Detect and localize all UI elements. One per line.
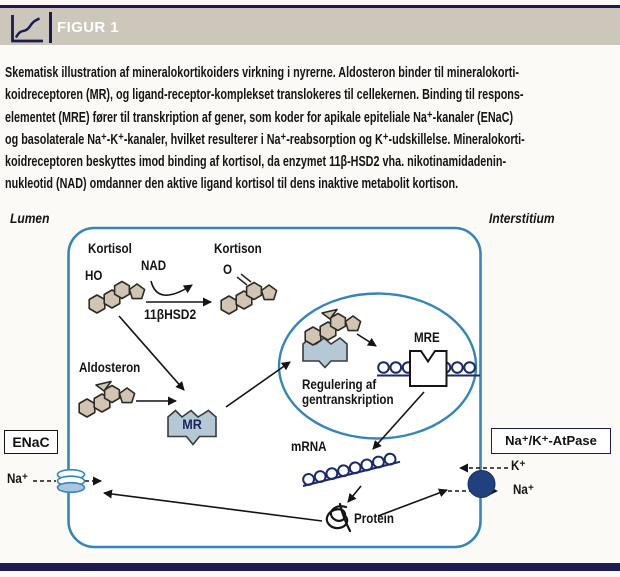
atpase-box: Na⁺/K⁺-AtPase bbox=[491, 428, 611, 454]
k-interstitium-label: K⁺ bbox=[511, 458, 526, 473]
caption-line: Skematisk illustration af mineralokortik… bbox=[5, 64, 519, 81]
mr-receptor-shape bbox=[167, 409, 217, 446]
mrna-strand bbox=[302, 452, 401, 487]
mre-box bbox=[409, 350, 448, 387]
line-chart-icon bbox=[11, 15, 43, 43]
lumen-label: Lumen bbox=[10, 210, 50, 226]
caption-line: koidreceptoren beskyttes imod binding af… bbox=[5, 153, 507, 171]
caption-line: og basolaterale Na⁺-K⁺-kanaler, hvilket … bbox=[5, 130, 525, 148]
kortison-molecule bbox=[220, 273, 278, 315]
header-top-rule bbox=[0, 5, 620, 8]
ho-label: HO bbox=[85, 268, 103, 283]
enac-channel-icon bbox=[56, 468, 86, 494]
mre-label: MRE bbox=[414, 330, 440, 345]
gene-transcription-label-line2: gentranskription bbox=[302, 392, 394, 407]
kortisol-label: Kortisol bbox=[88, 241, 132, 256]
arrow-mre-to-mrna bbox=[372, 391, 425, 450]
nad-label: NAD bbox=[141, 258, 167, 273]
footer-rule bbox=[0, 563, 620, 571]
figure-caption: Skematisk illustration af mineralokortik… bbox=[5, 62, 620, 196]
kortison-label: Kortison bbox=[214, 241, 262, 256]
enzyme-11bhsd2-label: 11βHSD2 bbox=[144, 306, 197, 322]
caption-line: elementet (MRE) fører til transkription … bbox=[5, 108, 514, 126]
caption-line: nukleotid (NAD) omdanner den aktive liga… bbox=[5, 175, 459, 193]
aldosteron-label: Aldosteron bbox=[79, 360, 141, 375]
mr-label: MR bbox=[182, 416, 202, 432]
protein-squiggle bbox=[325, 502, 352, 533]
arrow-protein-to-atpase bbox=[377, 488, 448, 517]
enac-box-label: ENaC bbox=[12, 434, 50, 450]
figure-header-bar bbox=[0, 8, 620, 45]
o-label: O bbox=[223, 262, 233, 277]
arrow-protein-to-enac bbox=[103, 489, 323, 522]
arrow-kortisol-to-mr bbox=[118, 315, 185, 391]
figure-title: FIGUR 1 bbox=[57, 19, 119, 36]
arrow-complex-to-mre bbox=[356, 333, 377, 347]
mrna-label: mRNA bbox=[291, 439, 327, 454]
reaction-arrows bbox=[103, 280, 448, 522]
na-interstitium-label: Na⁺ bbox=[513, 482, 534, 497]
gene-transcription-label-line1: Regulering af bbox=[302, 377, 377, 392]
enac-box: ENaC bbox=[4, 430, 58, 454]
arrow-mrna-to-protein bbox=[347, 485, 362, 503]
interstitium-label: Interstitium bbox=[489, 210, 555, 226]
na-lumen-label: Na⁺ bbox=[7, 471, 28, 486]
arrow-mr-to-nucleus bbox=[225, 361, 291, 408]
caption-line: koidreceptoren (MR), og ligand-receptor-… bbox=[5, 86, 524, 104]
protein-label: Protein bbox=[354, 511, 395, 526]
header-divider bbox=[49, 12, 52, 43]
arrow-nad-curve bbox=[150, 280, 193, 296]
sodium-potassium-pump-icon bbox=[467, 470, 496, 498]
receptor-complex bbox=[302, 308, 362, 369]
atpase-box-label: Na⁺/K⁺-AtPase bbox=[505, 433, 597, 448]
